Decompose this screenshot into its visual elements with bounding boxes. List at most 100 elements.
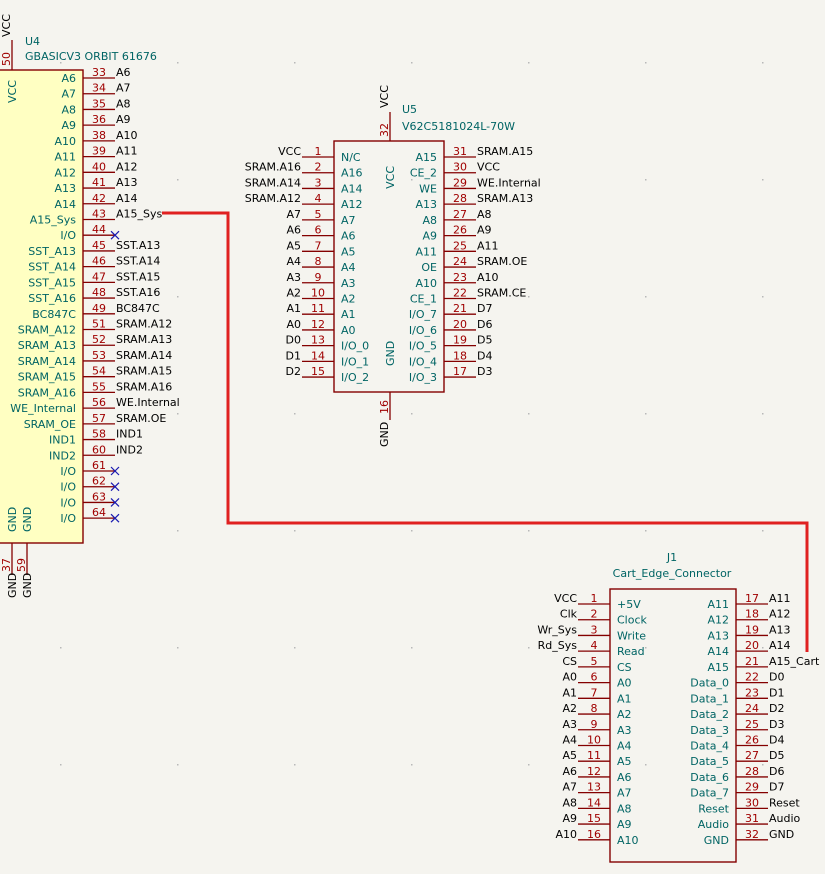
pin[interactable]: 61I/O — [60, 459, 120, 478]
net-label: D1 — [769, 686, 784, 699]
pin[interactable]: 63I/O — [60, 490, 120, 509]
pin[interactable]: 62I/O — [60, 475, 120, 494]
net-label: SRAM.OE — [116, 412, 166, 425]
pin[interactable]: 64I/O — [60, 506, 120, 525]
pin[interactable]: 44I/O — [60, 223, 120, 242]
wire-a15[interactable] — [162, 211, 809, 652]
